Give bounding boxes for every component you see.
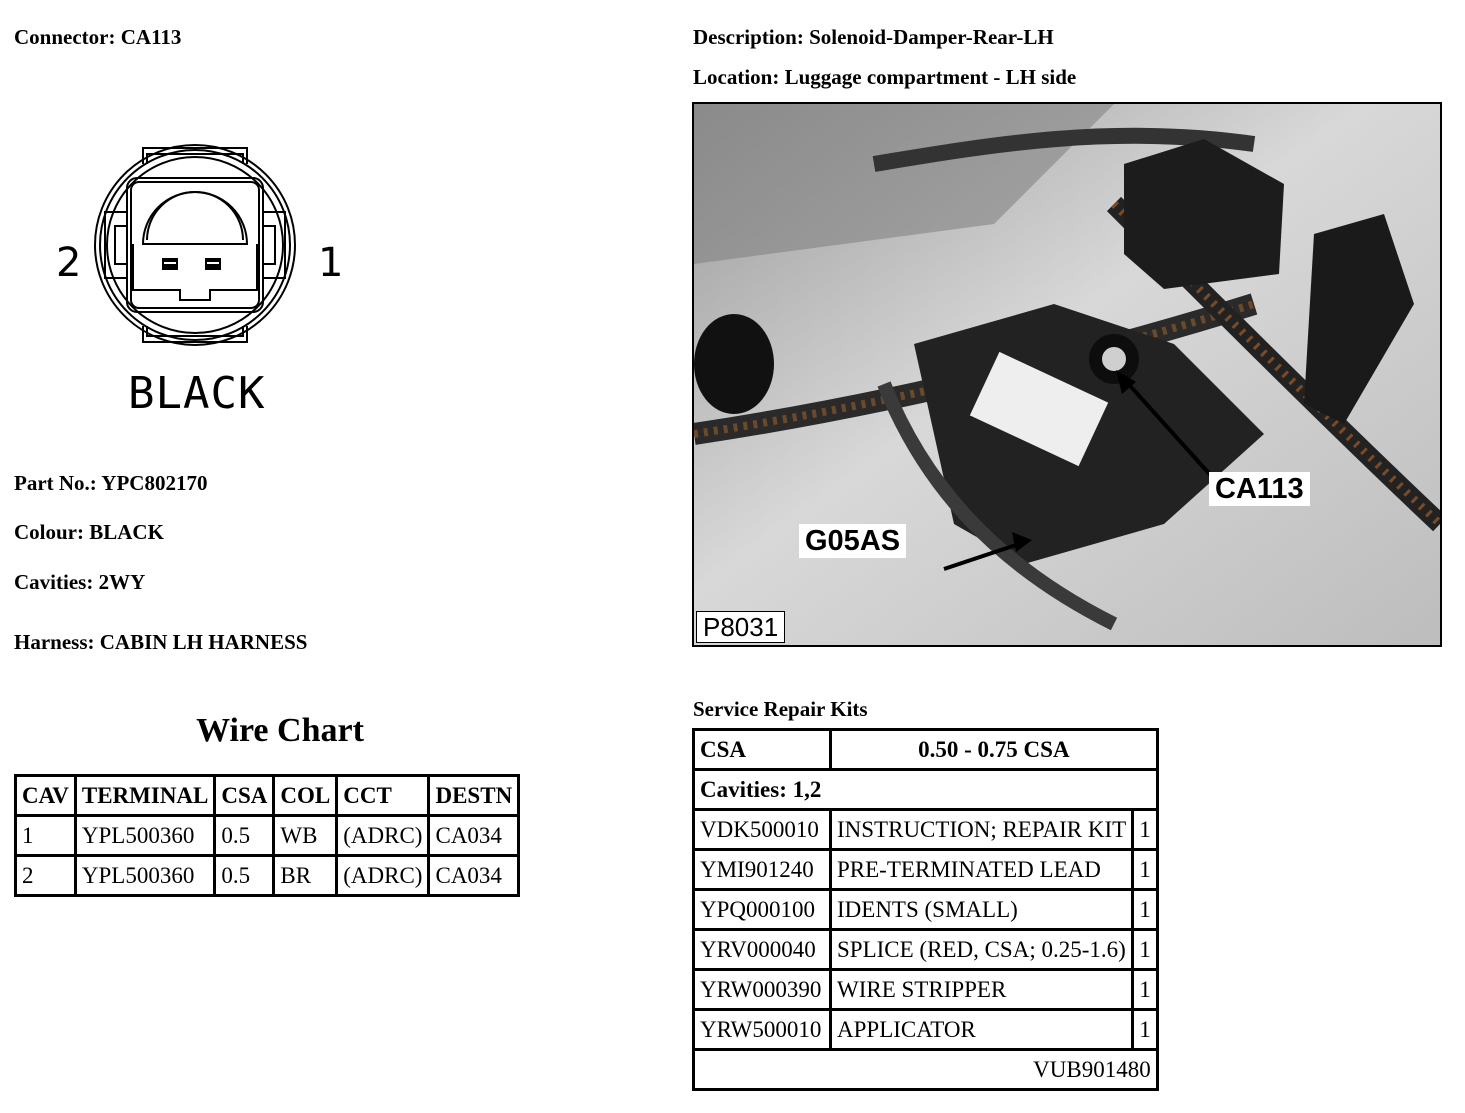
kits-cavities: Cavities: 1,2: [695, 771, 1156, 808]
table-row: 2 YPL500360 0.5 BR (ADRC) CA034: [17, 857, 518, 894]
cell: CA034: [430, 857, 518, 894]
cavities: Cavities: 2WY: [14, 570, 146, 594]
cell: CA034: [430, 817, 518, 854]
kit-part: YRW000390: [695, 971, 829, 1008]
connector-label: Connector: CA113: [14, 25, 182, 49]
header-terminal: TERMINAL: [76, 777, 214, 814]
kit-desc: IDENTS (SMALL): [832, 891, 1132, 928]
kit-qty: 1: [1134, 931, 1156, 968]
kit-part: YMI901240: [695, 851, 829, 888]
table-row: YRW000390 WIRE STRIPPER 1: [695, 971, 1156, 1008]
kit-desc: WIRE STRIPPER: [832, 971, 1132, 1008]
kit-part: YPQ000100: [695, 891, 829, 928]
kit-desc: PRE-TERMINATED LEAD: [832, 851, 1132, 888]
cell: (ADRC): [338, 857, 428, 894]
connector-value: CA113: [120, 25, 182, 49]
kit-desc: INSTRUCTION; REPAIR KIT: [832, 811, 1132, 848]
table-row: YPQ000100 IDENTS (SMALL) 1: [695, 891, 1156, 928]
kit-qty: 1: [1134, 971, 1156, 1008]
photo-callout-g05as: G05AS: [799, 524, 907, 558]
photo-callout-ca113: CA113: [1209, 472, 1310, 506]
kits-footer: VUB901480: [695, 1051, 1156, 1088]
location-value: Luggage compartment - LH side: [784, 65, 1077, 89]
kits-title: Service Repair Kits: [693, 697, 868, 721]
kits-table: CSA 0.50 - 0.75 CSA Cavities: 1,2 VDK500…: [692, 728, 1159, 1091]
csa-label: CSA: [695, 731, 829, 768]
cell: 0.5: [216, 817, 273, 854]
wire-chart-table: CAV TERMINAL CSA COL CCT DESTN 1 YPL5003…: [14, 774, 521, 897]
wire-chart-title: Wire Chart: [196, 712, 364, 749]
table-row: YRW500010 APPLICATOR 1: [695, 1011, 1156, 1048]
kit-part: VDK500010: [695, 811, 829, 848]
kit-qty: 1: [1134, 1011, 1156, 1048]
connector-colour-text: BLACK: [128, 368, 266, 419]
kit-qty: 1: [1134, 811, 1156, 848]
table-row: YRV000040 SPLICE (RED, CSA; 0.25-1.6) 1: [695, 931, 1156, 968]
location-label: Location: Luggage compartment - LH side: [693, 65, 1077, 89]
kit-part: YRW500010: [695, 1011, 829, 1048]
kit-desc: SPLICE (RED, CSA; 0.25-1.6): [832, 931, 1132, 968]
header-cav: CAV: [17, 777, 74, 814]
header-cct: CCT: [338, 777, 428, 814]
table-row: VDK500010 INSTRUCTION; REPAIR KIT 1: [695, 811, 1156, 848]
cell: BR: [275, 857, 336, 894]
kit-part: YRV000040: [695, 931, 829, 968]
cell: 1: [17, 817, 74, 854]
cell: YPL500360: [76, 857, 214, 894]
description-label: Description: Solenoid-Damper-Rear-LH: [693, 25, 1054, 49]
header-col: COL: [275, 777, 336, 814]
harness: Harness: CABIN LH HARNESS: [14, 630, 308, 654]
kit-qty: 1: [1134, 891, 1156, 928]
csa-value: 0.50 - 0.75 CSA: [832, 731, 1156, 768]
pin-number-1: 1: [318, 240, 344, 286]
photo-reference: P8031: [696, 611, 786, 643]
cell: 2: [17, 857, 74, 894]
kit-desc: APPLICATOR: [832, 1011, 1132, 1048]
kit-qty: 1: [1134, 851, 1156, 888]
colour: Colour: BLACK: [14, 520, 164, 544]
cell: (ADRC): [338, 817, 428, 854]
description-value: Solenoid-Damper-Rear-LH: [809, 25, 1054, 49]
table-row: YMI901240 PRE-TERMINATED LEAD 1: [695, 851, 1156, 888]
kits-cavities-row: Cavities: 1,2: [695, 771, 1156, 808]
kits-csa-row: CSA 0.50 - 0.75 CSA: [695, 731, 1156, 768]
table-row: 1 YPL500360 0.5 WB (ADRC) CA034: [17, 817, 518, 854]
header-csa: CSA: [216, 777, 273, 814]
cell: WB: [275, 817, 336, 854]
wire-chart-header-row: CAV TERMINAL CSA COL CCT DESTN: [17, 777, 518, 814]
location-photo: CA113 G05AS P8031: [692, 102, 1442, 647]
cell: 0.5: [216, 857, 273, 894]
kits-footer-row: VUB901480: [695, 1051, 1156, 1088]
photo-illustration: [694, 104, 1440, 645]
header-destn: DESTN: [430, 777, 518, 814]
connector-face-drawing: [94, 144, 296, 346]
cell: YPL500360: [76, 817, 214, 854]
part-number: Part No.: YPC802170: [14, 471, 208, 495]
pin-number-2: 2: [56, 240, 82, 286]
